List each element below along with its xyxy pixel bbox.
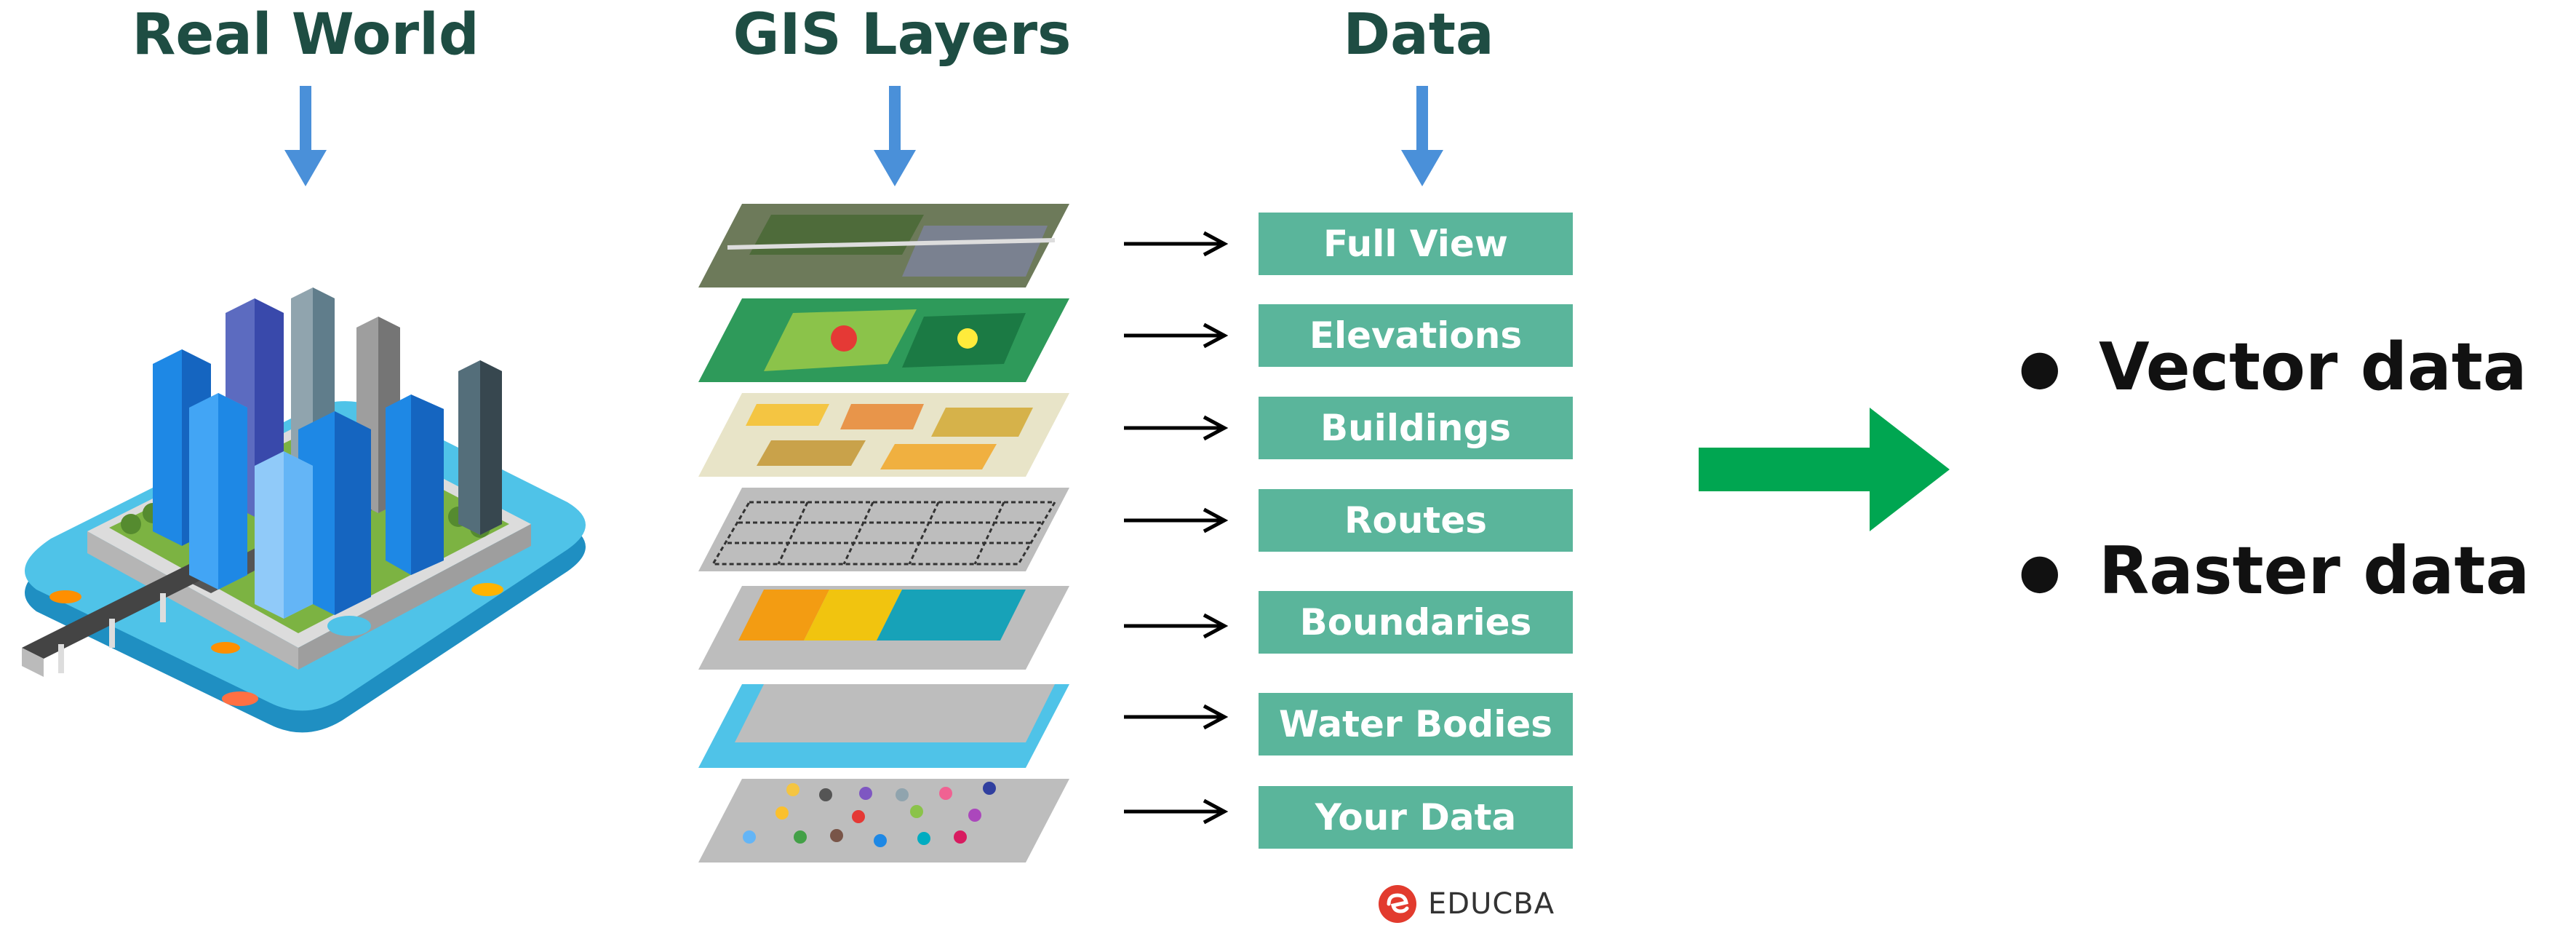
down-arrow-icon	[284, 86, 327, 186]
layer-full-view	[698, 204, 1069, 287]
big-right-arrow-icon	[1699, 408, 1950, 531]
layer-buildings	[698, 393, 1069, 477]
data-label-boundaries: Boundaries	[1259, 591, 1573, 654]
layer-your-data	[698, 779, 1069, 862]
right-arrow-icon	[1124, 415, 1229, 441]
data-label-full-view: Full View	[1259, 213, 1573, 275]
right-arrow-icon	[1124, 507, 1229, 534]
data-label-your-data: Your Data	[1259, 786, 1573, 849]
city-illustration	[22, 287, 586, 733]
bullet-icon: ●	[2019, 543, 2061, 599]
data-heading: Data	[1343, 2, 1494, 68]
right-arrow-icon	[1124, 798, 1229, 825]
real-world-heading: Real World	[132, 2, 479, 68]
bullet-vector-data: ● Vector data	[2019, 331, 2527, 404]
data-label-buildings: Buildings	[1259, 397, 1573, 459]
educba-logo-text: EDUCBA	[1428, 887, 1555, 921]
right-arrow-icon	[1124, 704, 1229, 730]
data-label-elevations: Elevations	[1259, 304, 1573, 367]
bullet-raster-data: ● Raster data	[2019, 535, 2529, 608]
educba-logo: EDUCBA	[1377, 882, 1555, 926]
layer-water-bodies	[698, 684, 1069, 768]
layer-elevations	[698, 298, 1069, 382]
right-arrow-icon	[1124, 231, 1229, 257]
down-arrow-icon	[874, 86, 916, 186]
down-arrow-icon	[1401, 86, 1443, 186]
bullet-label: Raster data	[2099, 533, 2530, 609]
bullet-label: Vector data	[2099, 329, 2527, 405]
layer-routes	[698, 488, 1069, 571]
bullet-icon: ●	[2019, 339, 2061, 395]
gis-layers-heading: GIS Layers	[733, 2, 1072, 68]
right-arrow-icon	[1124, 613, 1229, 639]
data-label-routes: Routes	[1259, 489, 1573, 552]
layer-boundaries	[698, 586, 1069, 670]
data-label-water-bodies: Water Bodies	[1259, 693, 1573, 756]
right-arrow-icon	[1124, 322, 1229, 349]
gis-layer-stack	[698, 204, 1069, 862]
educba-logo-icon	[1379, 885, 1416, 923]
